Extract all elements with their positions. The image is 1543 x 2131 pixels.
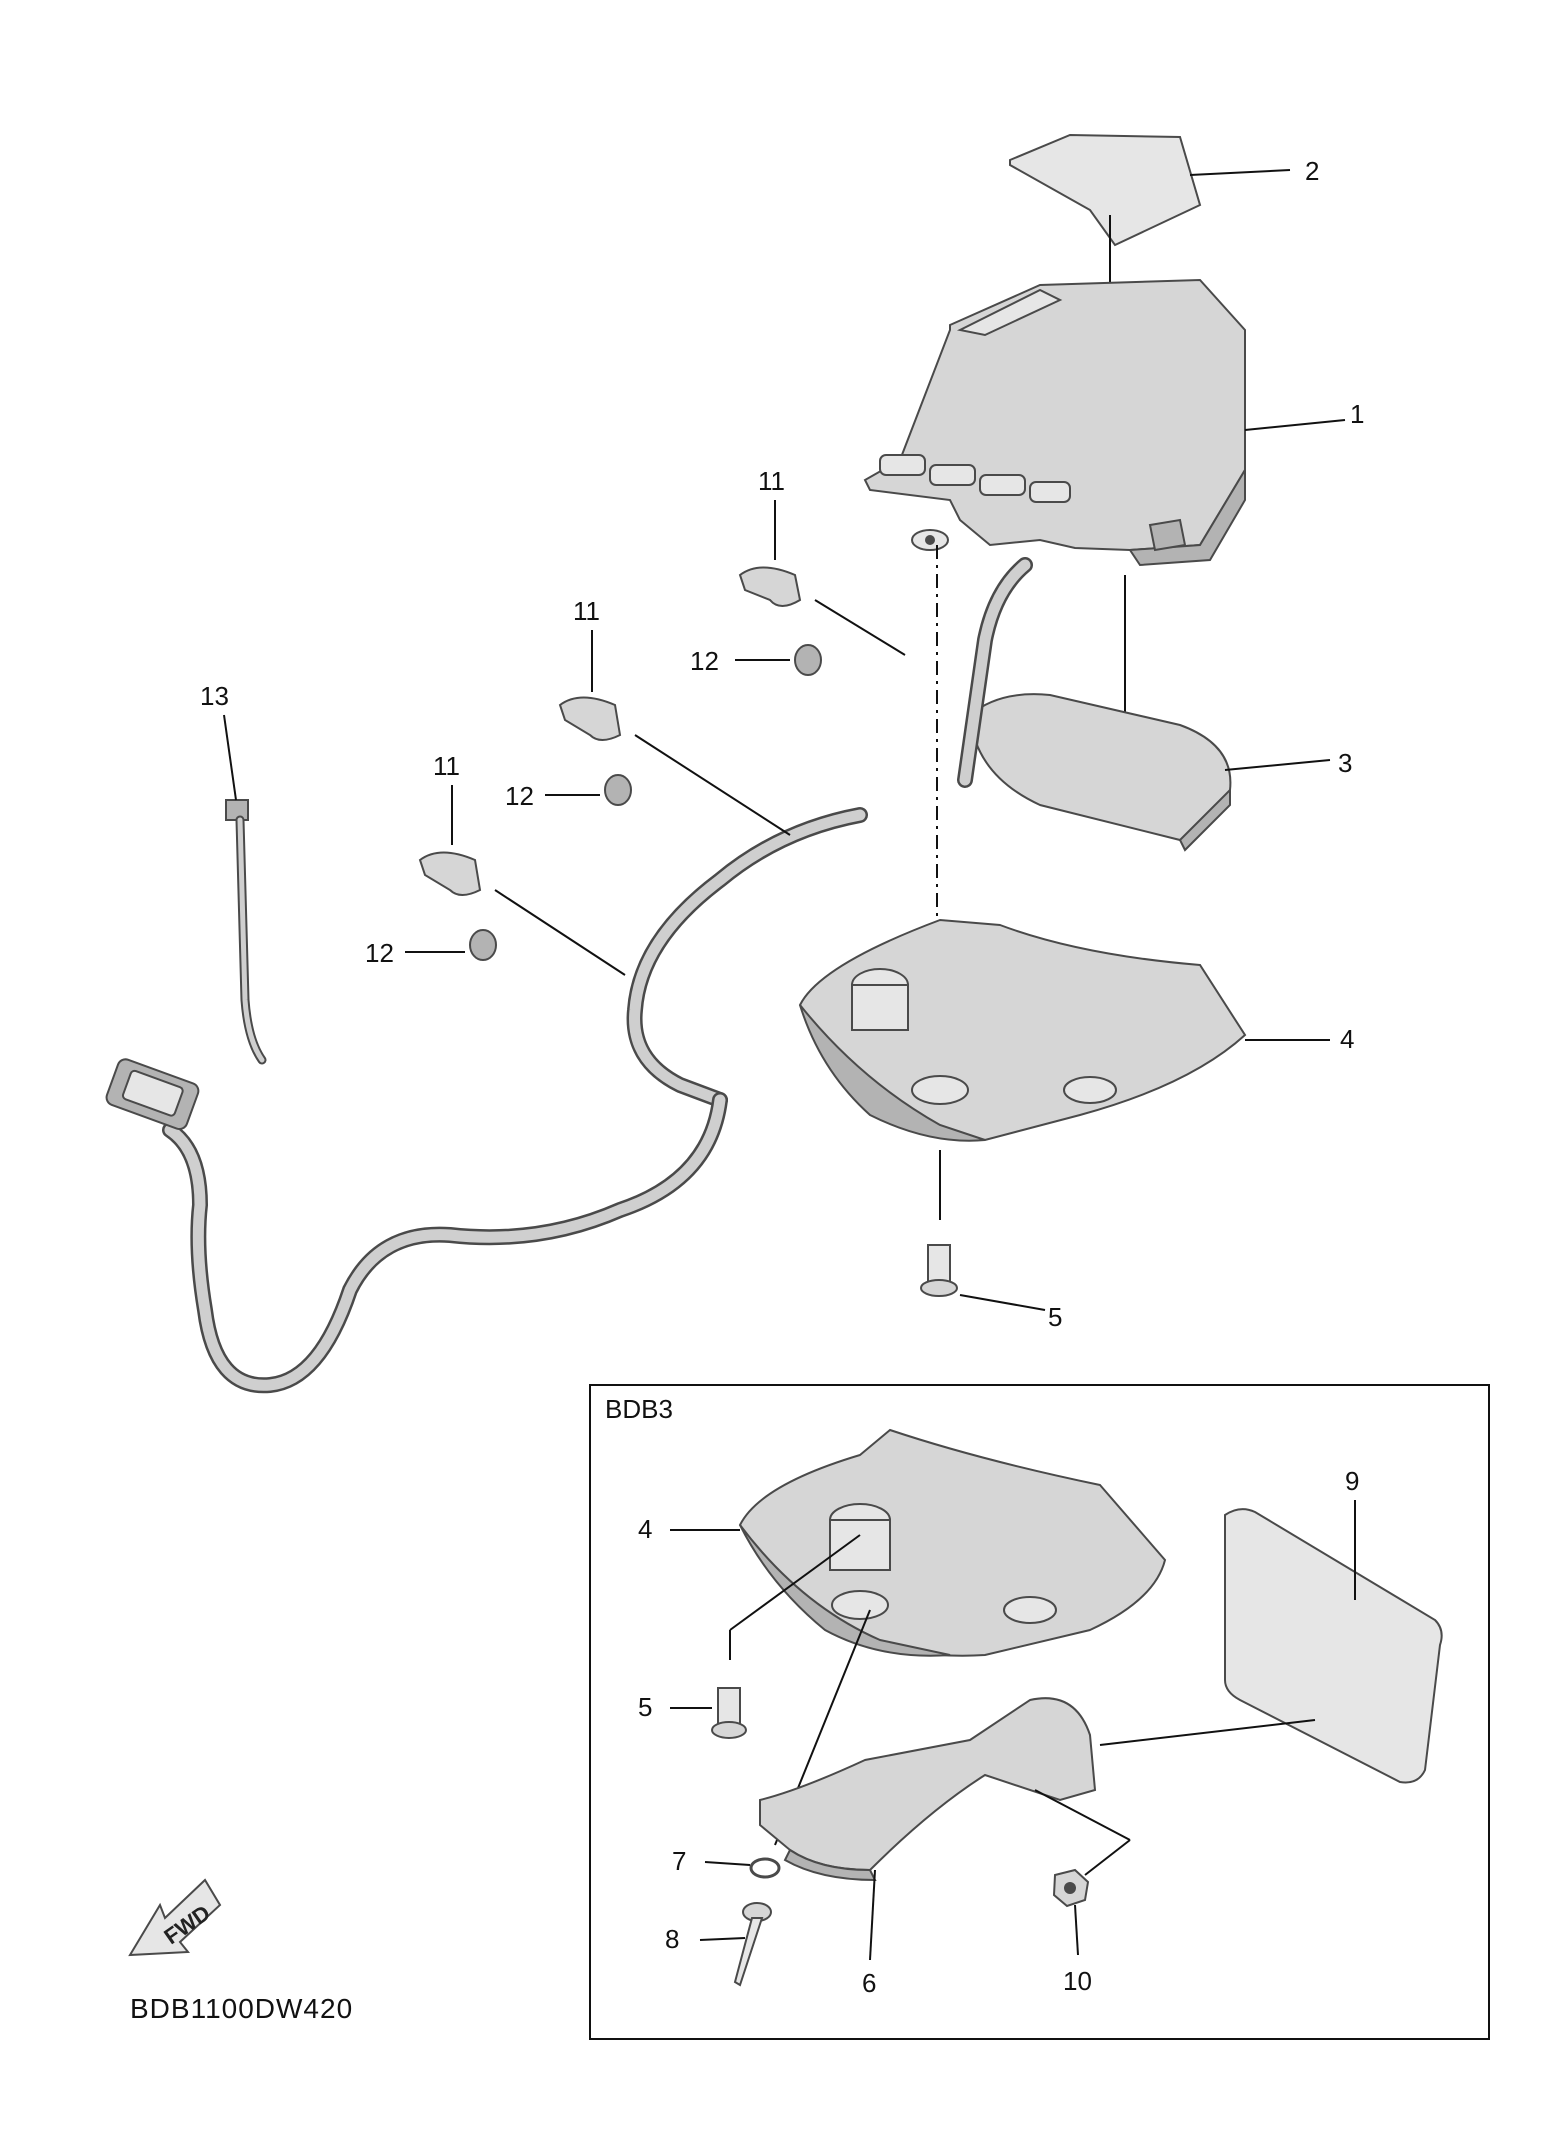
callout-12-lower: 12 <box>365 938 394 968</box>
clamp-11-middle <box>558 696 622 741</box>
callout-13: 13 <box>200 681 229 711</box>
clamp-11-lower <box>418 851 482 896</box>
callout-1: 1 <box>1350 399 1364 429</box>
box-callout-8: 8 <box>665 1924 679 1954</box>
box-assembly-line-4-5 <box>729 1534 861 1631</box>
clamp-line-top <box>814 599 906 656</box>
callout-12-middle: 12 <box>505 781 534 811</box>
box-callout-9: 9 <box>1345 1466 1359 1496</box>
variant-box-label: BDB3 <box>605 1394 673 1424</box>
wire-harness <box>105 557 1033 1394</box>
callout-11-top: 11 <box>758 466 785 496</box>
leader-line-2 <box>1189 169 1291 176</box>
clamp-line-middle <box>634 734 791 836</box>
bolt-12-lower <box>469 929 497 961</box>
bolt-12-middle <box>604 774 632 806</box>
box-callout-5: 5 <box>638 1692 652 1722</box>
box-part-10-nut <box>1052 1868 1090 1908</box>
drawing-code: BDB1100DW420 <box>130 1993 353 2024</box>
box-assembly-line-9-6 <box>1099 1719 1316 1746</box>
box-part-8-rivet <box>733 1902 772 1987</box>
leader-line-5 <box>959 1294 1046 1311</box>
box-callout-10: 10 <box>1063 1966 1092 1996</box>
leader-line-3 <box>1224 759 1331 771</box>
callout-5: 5 <box>1048 1302 1062 1332</box>
clamp-11-top <box>738 566 802 607</box>
box-part-5-screw <box>711 1687 747 1739</box>
box-leader-line-8 <box>699 1937 746 1941</box>
box-leader-line-7 <box>704 1861 751 1866</box>
bolt-12-top <box>794 644 822 676</box>
box-leader-line-10 <box>1074 1904 1079 1956</box>
callout-11-lower: 11 <box>433 751 460 781</box>
callout-11-middle: 11 <box>573 596 600 626</box>
box-part-6-reflector-stay <box>759 1697 1097 1882</box>
callout-12-top: 12 <box>690 646 719 676</box>
part-3-lens <box>968 693 1232 852</box>
callout-2: 2 <box>1305 156 1319 186</box>
box-part-4-bracket <box>738 1428 1167 1657</box>
box-callout-7: 7 <box>672 1846 686 1876</box>
box-assembly-line-10 <box>1084 1839 1131 1876</box>
leader-line-1 <box>1244 419 1346 431</box>
clamp-line-lower <box>494 889 626 976</box>
box-callout-6: 6 <box>862 1968 876 1998</box>
part-13-cable-tie <box>225 799 267 1065</box>
box-callout-4: 4 <box>638 1514 652 1544</box>
variant-box-frame <box>589 1384 1490 2040</box>
leader-line-13 <box>223 714 237 801</box>
box-assembly-line-6-10 <box>1034 1789 1131 1841</box>
part-5-screw <box>920 1244 958 1297</box>
box-part-7-washer <box>749 1857 781 1879</box>
part-1-tail-light-unit <box>863 278 1246 567</box>
callout-3: 3 <box>1338 748 1352 778</box>
fwd-arrow-icon: FWD <box>128 1878 222 1957</box>
callout-4: 4 <box>1340 1024 1354 1054</box>
part-4-bracket <box>798 918 1247 1142</box>
box-leader-line-6 <box>869 1869 876 1961</box>
part-2-lens-cover <box>1009 133 1202 247</box>
box-part-9-reflector <box>1224 1508 1443 1784</box>
